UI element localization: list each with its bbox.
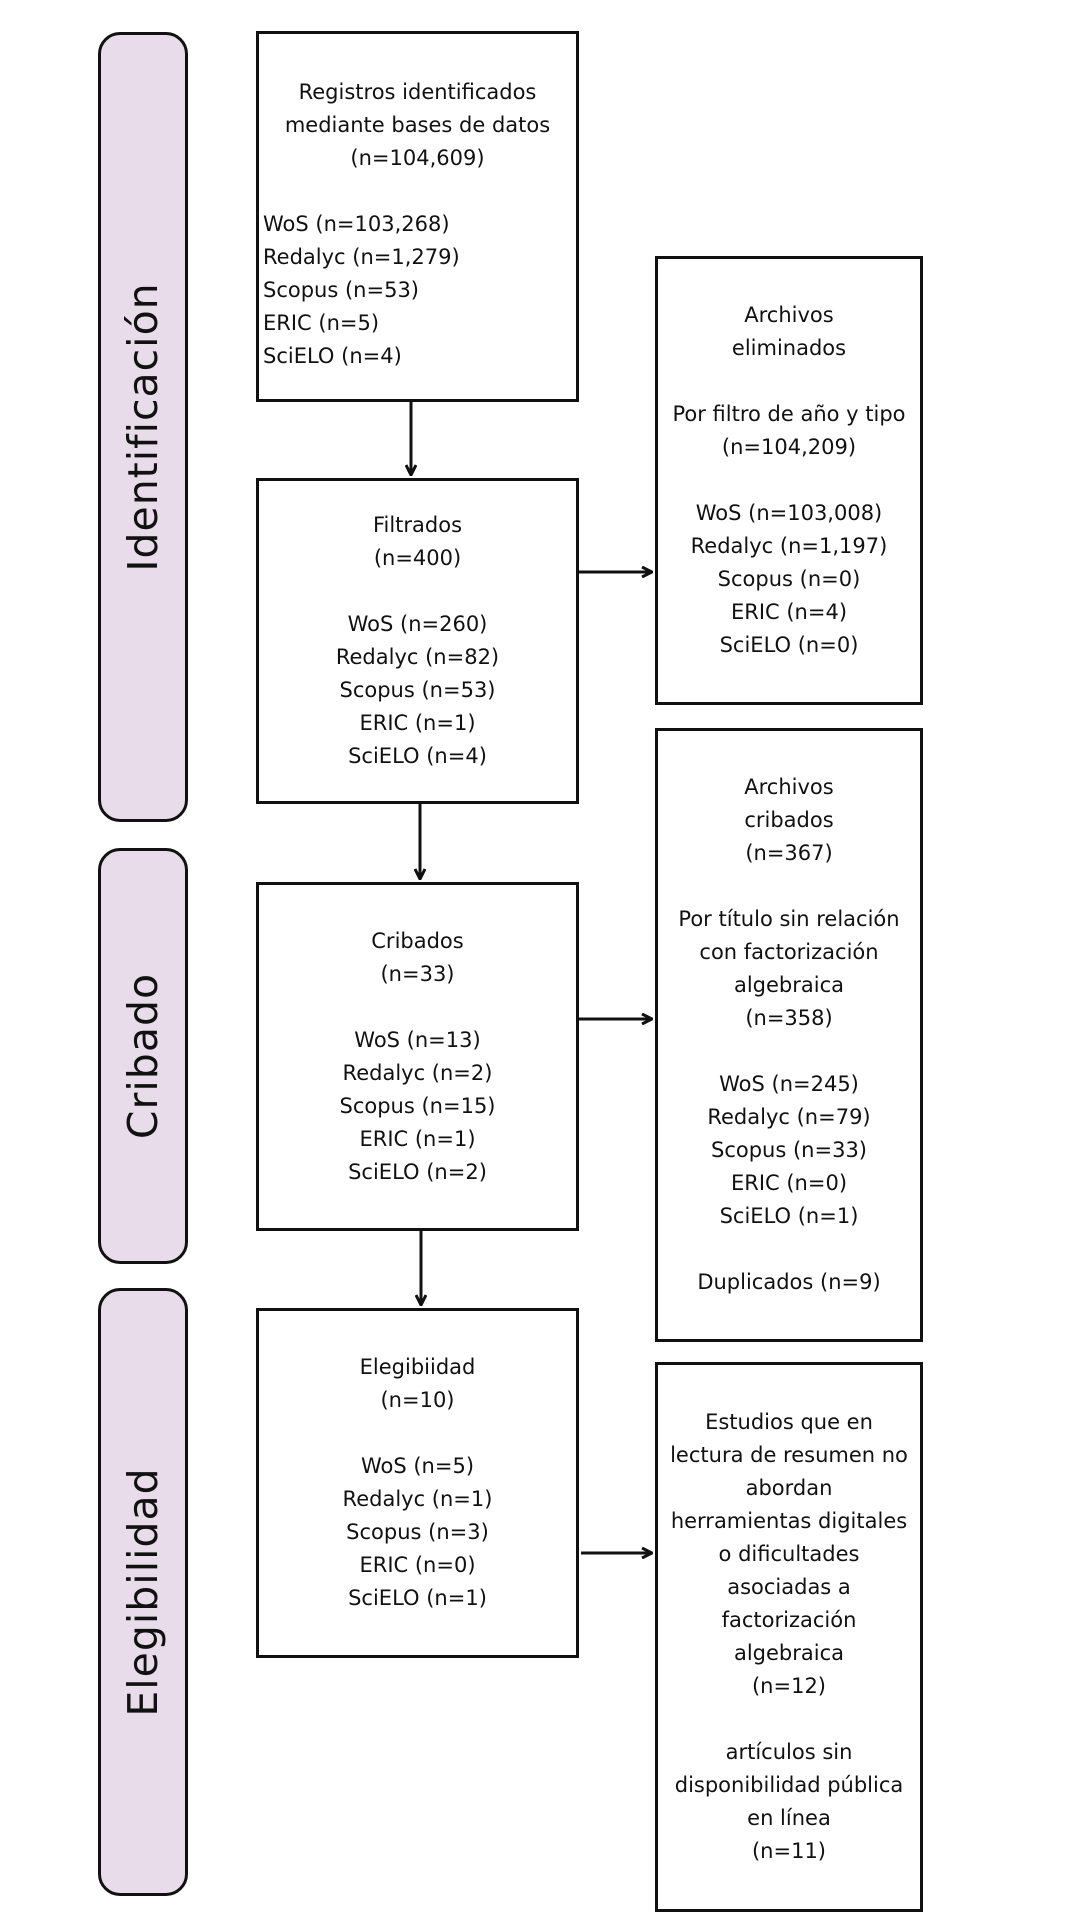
filtered-scielo: SciELO (n=4) (348, 744, 487, 768)
screened-out-scopus: Scopus (n=33) (711, 1138, 867, 1162)
excluded-line8: algebraica (733, 1641, 845, 1665)
removed-count: (n=104,209) (721, 435, 857, 459)
screened-scielo: SciELO (n=2) (348, 1159, 487, 1184)
excluded-line3: abordan (745, 1476, 833, 1500)
excluded-line1: Estudios que en (705, 1410, 873, 1434)
excluded-box: Estudios que en lectura de resumen no ab… (655, 1362, 923, 1912)
removed-title-line1: Archivos (744, 303, 834, 327)
excluded-line10: disponibilidad pública (674, 1773, 904, 1797)
identified-box: Registros identificados mediante bases d… (256, 31, 579, 402)
eligibility-scopus: Scopus (n=3) (346, 1520, 489, 1544)
filtered-title: Filtrados (372, 513, 463, 537)
eligibility-box: Elegibiidad (n=10) WoS (n=5) Redalyc (n=… (256, 1308, 579, 1658)
identified-title-line1: Registros identificados (298, 80, 537, 104)
screened-out-redalyc: Redalyc (n=79) (707, 1105, 871, 1129)
screened-title: Cribados (371, 928, 464, 953)
screened-wos: WoS (n=13) (354, 1027, 481, 1052)
excluded-line7: factorización (721, 1608, 857, 1632)
screened-out-box: Archivos cribados (n=367) Por título sin… (655, 728, 923, 1342)
removed-scielo: SciELO (n=0) (719, 633, 859, 657)
screened-out-count: (n=367) (745, 841, 833, 865)
excluded-line11: en línea (747, 1806, 831, 1830)
filtered-eric: ERIC (n=1) (359, 711, 476, 735)
screened-box: Cribados (n=33) WoS (n=13) Redalyc (n=2)… (256, 882, 579, 1231)
phase-eligibility: Elegibilidad (98, 1288, 188, 1896)
removed-reason: Por filtro de año y tipo (672, 402, 906, 426)
removed-eric: ERIC (n=4) (730, 600, 848, 624)
screened-count: (n=33) (380, 961, 455, 986)
excluded-line2: lectura de resumen no (670, 1443, 908, 1467)
identified-wos: WoS (n=103,268) (263, 212, 450, 236)
excluded-line6: asociadas a (727, 1575, 851, 1599)
identified-title-line2: mediante bases de datos (284, 113, 551, 137)
filtered-redalyc: Redalyc (n=82) (335, 645, 500, 669)
removed-scopus: Scopus (n=0) (717, 567, 861, 591)
identified-scielo: SciELO (n=4) (263, 344, 402, 368)
filtered-wos: WoS (n=260) (347, 612, 488, 636)
removed-box: Archivos eliminados Por filtro de año y … (655, 256, 923, 705)
filtered-box: Filtrados (n=400) WoS (n=260) Redalyc (n… (256, 478, 579, 804)
screened-out-reason-line3: algebraica (733, 973, 845, 997)
removed-title-line2: eliminados (731, 336, 847, 360)
screened-redalyc: Redalyc (n=2) (342, 1060, 493, 1085)
screened-out-reason-line2: con factorización (699, 940, 879, 964)
screened-out-title-line1: Archivos (744, 775, 834, 799)
filtered-count: (n=400) (373, 546, 462, 570)
screened-out-duplicates: Duplicados (n=9) (697, 1270, 881, 1294)
identified-eric: ERIC (n=5) (263, 311, 380, 335)
filtered-scopus: Scopus (n=53) (339, 678, 496, 702)
eligibility-redalyc: Redalyc (n=1) (342, 1487, 493, 1511)
phase-identification: Identificación (98, 32, 188, 822)
identified-redalyc: Redalyc (n=1,279) (263, 245, 460, 269)
screened-out-eric: ERIC (n=0) (730, 1171, 848, 1195)
excluded-line9: artículos sin (725, 1740, 853, 1764)
screened-out-wos: WoS (n=245) (719, 1072, 859, 1096)
phase-screening: Cribado (98, 848, 188, 1264)
screened-scopus: Scopus (n=15) (339, 1093, 496, 1118)
eligibility-title: Elegibiidad (359, 1355, 476, 1379)
identified-count: (n=104,609) (350, 146, 485, 170)
identified-scopus: Scopus (n=53) (263, 278, 419, 302)
excluded-line5: o dificultades (718, 1542, 860, 1566)
screened-out-scielo: SciELO (n=1) (719, 1204, 859, 1228)
eligibility-scielo: SciELO (n=1) (348, 1586, 487, 1610)
screened-out-reason-count: (n=358) (745, 1006, 833, 1030)
removed-redalyc: Redalyc (n=1,197) (690, 534, 888, 558)
screened-eric: ERIC (n=1) (359, 1126, 476, 1151)
eligibility-count: (n=10) (380, 1388, 455, 1412)
removed-wos: WoS (n=103,008) (695, 501, 883, 525)
eligibility-eric: ERIC (n=0) (359, 1553, 476, 1577)
eligibility-wos: WoS (n=5) (360, 1454, 475, 1478)
screened-out-title-line2: cribados (744, 808, 834, 832)
excluded-line4: herramientas digitales (670, 1509, 908, 1533)
screened-out-reason-line1: Por título sin relación (678, 907, 900, 931)
excluded-count1: (n=12) (751, 1674, 826, 1698)
excluded-count2: (n=11) (751, 1839, 826, 1863)
